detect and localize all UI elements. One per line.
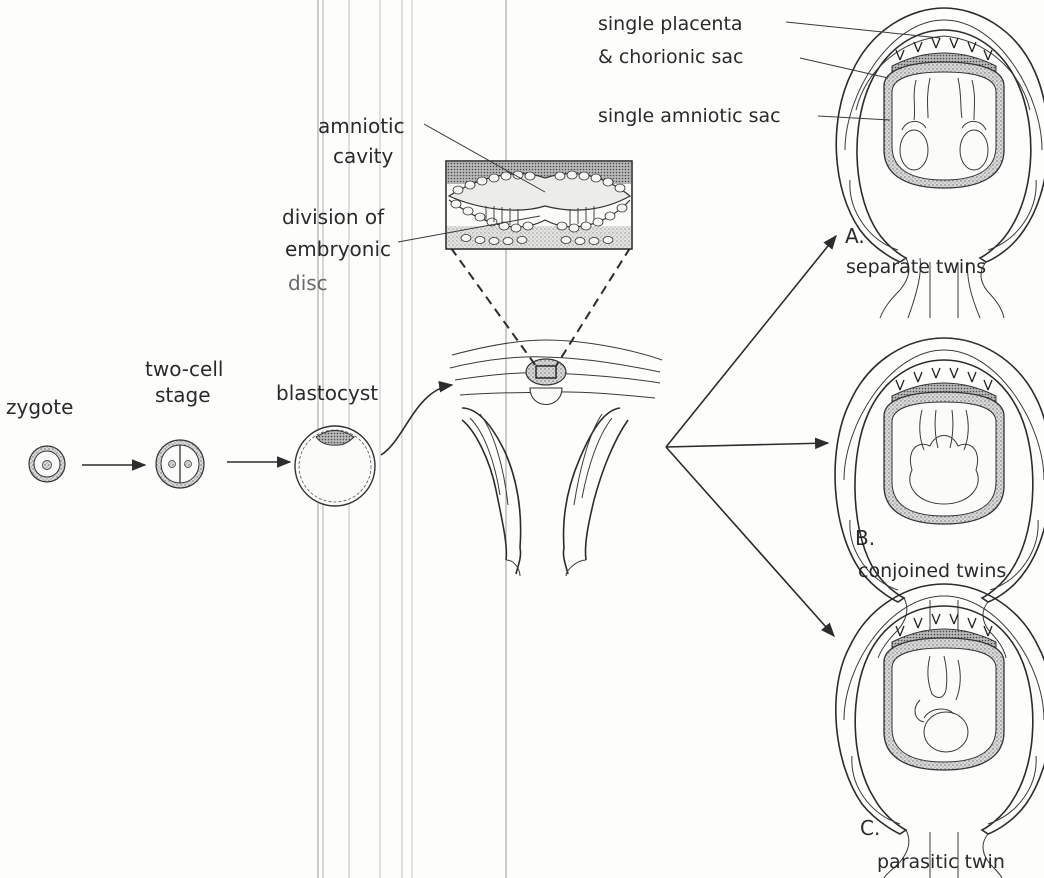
two-cell-embryo <box>156 440 204 488</box>
label-separate-twins: separate twins <box>846 256 986 278</box>
pointer-placenta <box>786 22 940 38</box>
label-single-amniotic-sac: single amniotic sac <box>598 105 781 127</box>
label-division-of: division of <box>282 205 385 229</box>
blastocyst-cell <box>295 426 375 506</box>
branch-arrows <box>666 236 836 636</box>
label-zygote: zygote <box>6 395 73 419</box>
label-parasitic-twin: parasitic twin <box>877 851 1005 873</box>
label-blastocyst: blastocyst <box>276 381 378 405</box>
pointer-amniotic-sac <box>818 116 890 120</box>
uterus-implantation <box>450 340 662 576</box>
label-conjoined-twins: conjoined twins <box>858 560 1006 582</box>
label-two-cell: two-cell <box>145 357 223 381</box>
uterus-twins-b <box>835 338 1044 658</box>
label-cavity: cavity <box>333 144 393 168</box>
label-chorionic-sac: & chorionic sac <box>598 46 743 68</box>
zygote-cell <box>29 446 65 482</box>
pointer-chorionic-sac <box>800 58 888 78</box>
label-a: A. <box>845 224 865 248</box>
label-b: B. <box>855 526 875 550</box>
label-embryonic: embryonic <box>285 237 391 261</box>
label-disc: disc <box>288 271 328 295</box>
label-amniotic: amniotic <box>318 114 405 138</box>
arrow-blastocyst-to-implantation <box>381 385 452 455</box>
label-c: C. <box>860 816 880 840</box>
label-stage: stage <box>155 383 211 407</box>
label-single-placenta: single placenta <box>598 13 743 35</box>
embryonic-disc-inset <box>446 161 632 249</box>
